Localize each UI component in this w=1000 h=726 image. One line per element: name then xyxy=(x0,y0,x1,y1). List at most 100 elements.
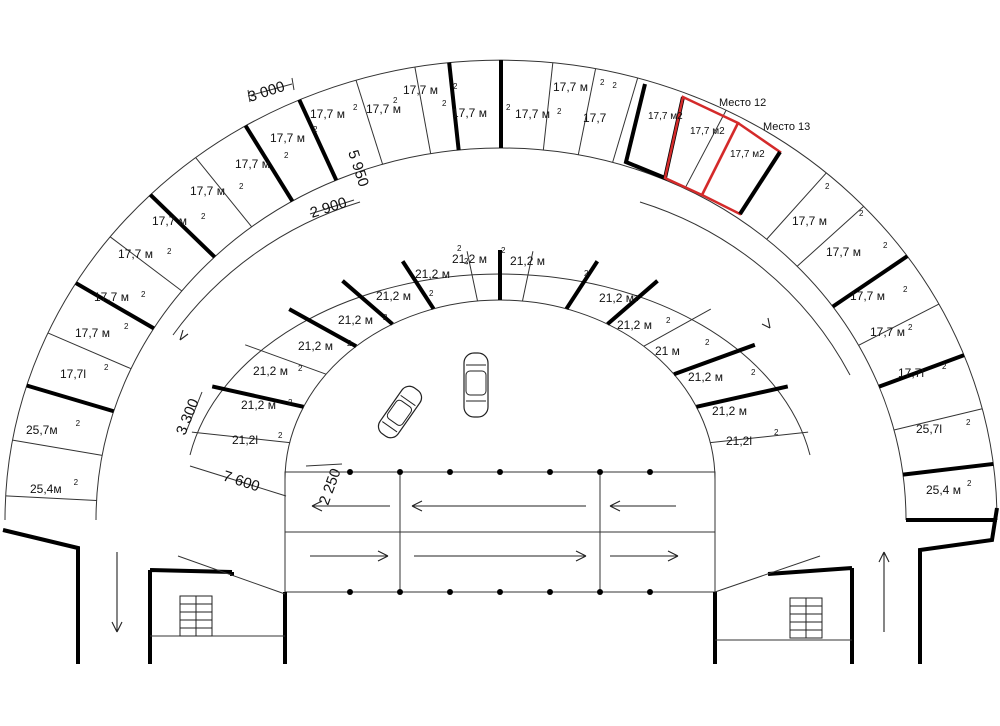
spot-divider xyxy=(542,62,554,151)
left-outer-wall xyxy=(2,528,80,664)
dimension-line-7600 xyxy=(189,465,287,497)
spot-divider xyxy=(355,79,384,165)
spot-divider xyxy=(288,307,358,348)
spot-label: 17,7 м2 xyxy=(366,96,401,116)
right-core-wall xyxy=(713,566,854,664)
column-dot xyxy=(597,589,603,595)
spot-label: 17,7 м2 xyxy=(826,209,864,259)
spot-divider xyxy=(243,124,295,203)
spot-label: 17,7 м2 xyxy=(506,103,550,121)
spot-label: 17,7 м2 xyxy=(452,82,487,120)
spot-divider xyxy=(244,344,327,375)
arrow-left-lane-3 xyxy=(609,500,676,512)
spot-divider xyxy=(564,260,600,310)
spot-label-13: 17,7 м2 xyxy=(730,149,765,160)
lane-guide-arc-left xyxy=(172,201,361,336)
spot-divider xyxy=(902,461,994,477)
highlighted-spots: 17,7 м2 17,7 м2 17,7 м2 Место 12 Место 1… xyxy=(623,83,810,216)
spot-label: 21,2 м2 xyxy=(712,368,756,418)
dimension-line-2900 xyxy=(309,199,355,215)
spot-divider xyxy=(612,77,639,163)
stairs-icon xyxy=(179,595,823,639)
column-dot xyxy=(397,469,403,475)
right-outer-wall xyxy=(918,507,999,664)
spot-label: 21 м2 xyxy=(655,316,680,358)
spot-divider xyxy=(47,332,132,370)
spot-divider xyxy=(673,342,756,377)
spot-label: 17,7 м2 xyxy=(792,182,830,228)
spot-divider xyxy=(211,384,305,409)
spot-divider xyxy=(766,172,827,240)
columns xyxy=(347,469,653,595)
spot-label-12b: 17,7 м2 xyxy=(690,126,725,137)
spot-divider xyxy=(341,279,394,326)
spot-divider xyxy=(831,254,909,309)
spot-divider xyxy=(5,495,97,502)
spot-label-12a: 17,7 м2 xyxy=(648,111,683,122)
dimension-line-3000 xyxy=(247,77,295,103)
column-dot xyxy=(447,589,453,595)
spot-divider xyxy=(195,157,253,228)
spot-label: 17,7 м2 xyxy=(870,285,908,339)
spot-label: 17,7 м2 xyxy=(403,83,447,108)
arrow-left-lane-1 xyxy=(311,500,390,512)
right-core-diagonal xyxy=(714,555,821,593)
spot-divider xyxy=(109,236,183,292)
column-dot xyxy=(647,589,653,595)
spot-divider xyxy=(466,251,479,302)
place-12-label: Место 12 xyxy=(719,97,766,109)
arrow-right-lane-3 xyxy=(610,550,679,562)
car-icon xyxy=(463,352,489,418)
column-dot xyxy=(547,589,553,595)
column-dot xyxy=(597,469,603,475)
column-dot xyxy=(647,469,653,475)
spot-divider xyxy=(577,68,597,155)
driving-lanes xyxy=(111,317,890,633)
spot-divider xyxy=(400,260,436,310)
spot-label: 2 xyxy=(908,323,913,332)
spot-label: 17,7 м2 xyxy=(850,241,888,303)
arrow-down-exit xyxy=(111,552,123,633)
spot-label: 21,2l2 xyxy=(726,428,779,448)
arrow-left-lane-2 xyxy=(411,500,586,512)
spot-label: 17,7 м2 xyxy=(270,125,318,145)
spot-label: 21,2 м2 xyxy=(617,294,652,332)
spot-label: 17,7 м2 xyxy=(235,151,289,171)
lane-guide-arc-right xyxy=(639,201,851,376)
outer-row-dividers xyxy=(5,60,997,522)
spot-label: 21,2 м2 xyxy=(452,244,487,266)
column-dot xyxy=(497,469,503,475)
spot-divider xyxy=(414,66,432,154)
spot-13-outer-line xyxy=(738,150,782,216)
inner-row-dividers xyxy=(191,250,809,444)
spot-divider xyxy=(191,431,290,444)
arrow-right-lane-1 xyxy=(310,550,389,562)
spot-label: 2 xyxy=(557,107,562,116)
walls xyxy=(2,507,999,664)
dimension-2900: 2 900 xyxy=(308,194,349,222)
spot-divider xyxy=(74,281,155,331)
dimension-7600: 7 600 xyxy=(221,468,262,496)
spot-label: 21,2 м2 xyxy=(501,246,545,268)
spot-label: 21,2 м2 xyxy=(688,338,723,384)
outer-row-inner-arc xyxy=(95,147,907,521)
spot-divider xyxy=(684,109,727,189)
column-dot xyxy=(397,589,403,595)
